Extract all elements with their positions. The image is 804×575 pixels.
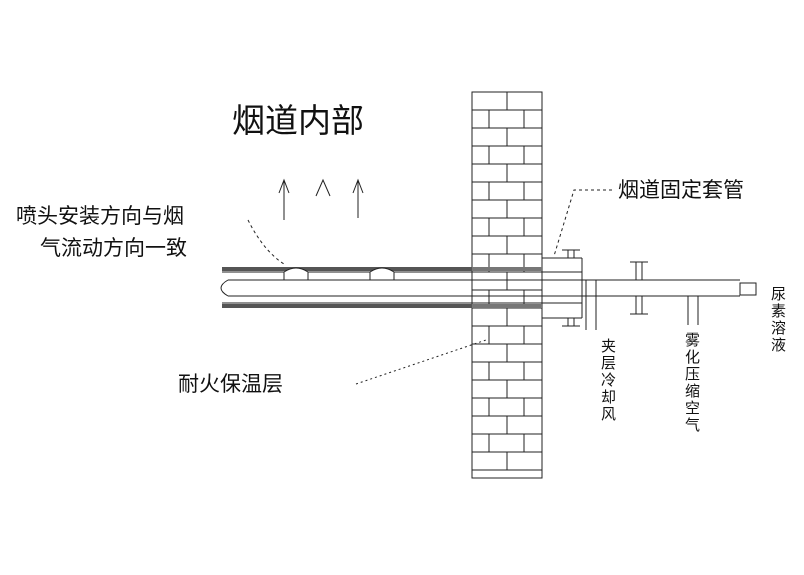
label-insulation: 耐火保温层 bbox=[178, 372, 283, 396]
label-nozzle-direction-2: 气流动方向一致 bbox=[40, 236, 187, 260]
flow-arrow-3 bbox=[352, 178, 364, 218]
fixing-sleeve bbox=[542, 249, 583, 327]
nozzle-2 bbox=[369, 267, 395, 281]
nozzle-1 bbox=[283, 267, 309, 281]
insulation-layer-bottom bbox=[222, 304, 472, 308]
leader-insulation bbox=[355, 339, 487, 385]
nozzles bbox=[283, 267, 395, 281]
label-sleeve: 烟道固定套管 bbox=[618, 178, 744, 202]
air-fittings bbox=[585, 261, 699, 330]
lance-pipe bbox=[220, 279, 740, 297]
urea-inlet bbox=[739, 282, 757, 296]
flow-arrow-1 bbox=[278, 178, 290, 220]
leader-nozzle bbox=[247, 219, 285, 265]
insulation-through-wall bbox=[472, 267, 542, 308]
sleeve-tube bbox=[222, 271, 582, 304]
label-urea: 尿素溶液 bbox=[769, 286, 787, 354]
label-nozzle-direction-1: 喷头安装方向与烟 bbox=[16, 204, 184, 228]
leader-sleeve bbox=[553, 189, 612, 257]
label-compressed-air: 雾化压缩空气 bbox=[683, 332, 701, 434]
leader-lines bbox=[247, 189, 612, 385]
diagram-title: 烟道内部 bbox=[232, 101, 364, 140]
brick-wall bbox=[471, 91, 543, 479]
flow-arrow-2 bbox=[315, 178, 331, 197]
flow-arrows bbox=[278, 178, 364, 220]
label-cooling-air: 夹层冷却风 bbox=[599, 338, 617, 423]
insulation-layer-top bbox=[222, 267, 472, 271]
